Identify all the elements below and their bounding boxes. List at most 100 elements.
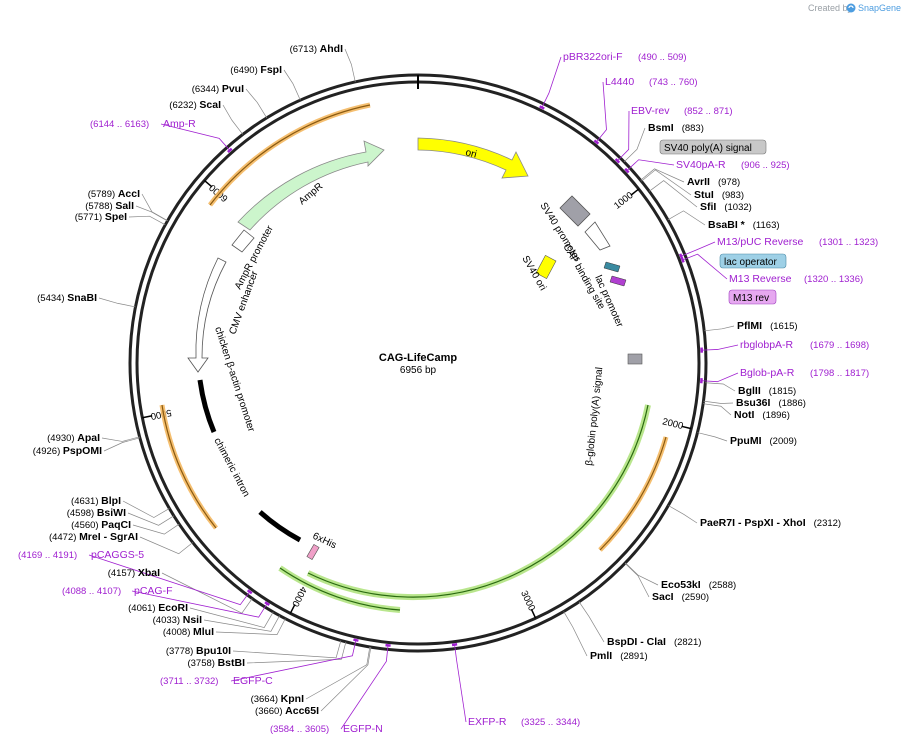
enzyme-name: NotI bbox=[734, 409, 754, 421]
sv40-polya-box[interactable] bbox=[659, 139, 767, 155]
enzyme-site-label[interactable]: (4631) BlpI bbox=[71, 495, 121, 507]
enzyme-name: PpuMI bbox=[730, 435, 762, 447]
enzyme-leader-line bbox=[232, 640, 342, 659]
primer-name[interactable]: EXFP-R bbox=[468, 716, 507, 728]
enzyme-site-label[interactable]: PmlI(2891) bbox=[590, 650, 648, 662]
enzyme-site-label[interactable]: Bsu36I(1886) bbox=[736, 397, 806, 409]
primer-name[interactable]: EBV-rev bbox=[631, 105, 670, 117]
enzyme-site-label[interactable]: (5771) SpeI bbox=[75, 211, 127, 223]
enzyme-site-label[interactable]: (5788) SalI bbox=[85, 200, 134, 212]
enzyme-leader-line bbox=[122, 500, 170, 518]
enzyme-name: BsaBI * bbox=[708, 219, 746, 231]
enzyme-name: PmlI bbox=[590, 650, 612, 662]
primer-name[interactable]: pCAG-F bbox=[134, 585, 173, 597]
primer-range: (1798 .. 1817) bbox=[810, 368, 869, 379]
primer-site-mark bbox=[264, 601, 270, 607]
primer-range: (490 .. 509) bbox=[638, 52, 687, 63]
enzyme-site-label[interactable]: (4930) ApaI bbox=[47, 432, 100, 444]
tick-mark bbox=[530, 608, 537, 619]
beta-globin-marker[interactable] bbox=[627, 353, 643, 365]
enzyme-site-label[interactable]: AvrII(978) bbox=[687, 176, 740, 188]
lac-operator-box[interactable] bbox=[719, 253, 787, 269]
ampr-promoter-feature[interactable] bbox=[231, 229, 255, 253]
enzyme-site-label[interactable]: BsmI(883) bbox=[648, 122, 704, 134]
enzyme-site-label[interactable]: (4926) PspOMI bbox=[33, 445, 102, 457]
enzyme-position: (3758) bbox=[187, 658, 217, 669]
primer-site-mark bbox=[680, 257, 685, 263]
m13-rev-mini[interactable] bbox=[609, 275, 627, 287]
enzyme-site-label[interactable]: (6713) AhdI bbox=[290, 43, 344, 55]
primer-name[interactable]: Bglob-pA-R bbox=[740, 367, 795, 379]
enzyme-position: (3778) bbox=[166, 646, 196, 657]
enzyme-site-label[interactable]: (4061) EcoRI bbox=[128, 602, 188, 614]
enzyme-site-label[interactable]: SfiI(1032) bbox=[700, 201, 752, 213]
primer-leader-line bbox=[681, 241, 716, 257]
enzyme-site-label[interactable]: (4157) XbaI bbox=[108, 567, 160, 579]
enzyme-site-label[interactable]: (3660) Acc65I bbox=[255, 705, 319, 717]
enzyme-site-label[interactable]: (3664) KpnI bbox=[251, 693, 305, 705]
primer-leader-line bbox=[627, 159, 675, 171]
enzyme-site-label[interactable]: (6490) FspI bbox=[230, 64, 282, 76]
primer-name[interactable]: L4440 bbox=[605, 76, 634, 88]
enzyme-position: (5789) bbox=[88, 189, 118, 200]
enzyme-site-label[interactable]: (4472) MreI - SgrAI bbox=[49, 531, 138, 543]
enzyme-site-label[interactable]: (5789) AccI bbox=[88, 188, 140, 200]
chicken-promoter-feature[interactable] bbox=[197, 379, 217, 433]
enzyme-leader-line bbox=[703, 403, 732, 416]
enzyme-site-label[interactable]: (3758) BstBI bbox=[187, 657, 245, 669]
enzyme-position: (883) bbox=[682, 123, 704, 134]
enzyme-site-label[interactable]: (5434) SnaBI bbox=[37, 292, 97, 304]
enzyme-site-label[interactable]: NotI(1896) bbox=[734, 409, 790, 421]
enzyme-site-label[interactable]: StuI(983) bbox=[694, 189, 744, 201]
primer-name[interactable]: M13 Reverse bbox=[729, 273, 792, 285]
enzyme-position: (3664) bbox=[251, 694, 281, 705]
primer-name[interactable]: EGFP-N bbox=[343, 723, 383, 735]
m13-rev-box[interactable] bbox=[728, 289, 777, 305]
primer-leader-line bbox=[596, 81, 607, 142]
sv40-ori-feature[interactable] bbox=[535, 254, 557, 280]
enzyme-position: (3660) bbox=[255, 706, 285, 717]
chimeric-intron-feature[interactable] bbox=[258, 510, 302, 543]
primer-leader-line bbox=[683, 253, 728, 280]
primer-leader-line bbox=[160, 123, 230, 150]
enzyme-site-label[interactable]: BspDI - ClaI(2821) bbox=[607, 636, 701, 648]
enzyme-site-label[interactable]: PpuMI(2009) bbox=[730, 435, 797, 447]
primer-site-mark bbox=[353, 638, 359, 642]
six-his-feature[interactable] bbox=[306, 544, 320, 560]
enzyme-site-label[interactable]: (4008) MluI bbox=[163, 626, 214, 638]
lac-operator-mini[interactable] bbox=[603, 261, 621, 273]
sv40-promoter-feature[interactable] bbox=[559, 195, 591, 227]
lac-operator-box-label: lac operator bbox=[724, 257, 777, 268]
enzyme-site-label[interactable]: PflMI(1615) bbox=[737, 320, 798, 332]
enzyme-position: (1032) bbox=[724, 202, 751, 213]
enzyme-site-label[interactable]: BsaBI *(1163) bbox=[708, 219, 780, 231]
primer-name[interactable]: Amp-R bbox=[163, 118, 196, 130]
ampr-feature[interactable] bbox=[237, 140, 385, 231]
enzyme-site-label[interactable]: BglII(1815) bbox=[738, 385, 796, 397]
cmv-enhancer-feature[interactable] bbox=[187, 257, 227, 373]
primer-name[interactable]: SV40pA-R bbox=[676, 159, 726, 171]
enzyme-site-label[interactable]: (4033) NsiI bbox=[153, 614, 202, 626]
enzyme-name: PflMI bbox=[737, 320, 762, 332]
enzyme-site-label[interactable]: (4598) BsiWI bbox=[67, 507, 126, 519]
primer-name[interactable]: rbglobpA-R bbox=[740, 339, 794, 351]
enzyme-site-label[interactable]: SacI(2590) bbox=[652, 591, 709, 603]
cap-promoter-arrow[interactable] bbox=[584, 221, 611, 251]
enzyme-site-label[interactable]: (3778) Bpu10I bbox=[166, 645, 231, 657]
enzyme-name: AccI bbox=[118, 188, 140, 200]
primer-range: (4169 .. 4191) bbox=[18, 550, 77, 561]
enzyme-site-label[interactable]: (6232) ScaI bbox=[169, 99, 221, 111]
primer-name[interactable]: pCAGGS-5 bbox=[91, 549, 144, 561]
enzyme-site-label[interactable]: (4560) PaqCI bbox=[71, 519, 131, 531]
primer-name[interactable]: M13/pUC Reverse bbox=[717, 236, 804, 248]
primer-site-mark bbox=[593, 139, 600, 145]
enzyme-leader-line bbox=[623, 127, 646, 163]
enzyme-site-label[interactable]: PaeR7I - PspXI - XhoI(2312) bbox=[700, 517, 841, 529]
enzyme-site-label[interactable]: (6344) PvuI bbox=[192, 83, 244, 95]
ori-feature[interactable] bbox=[417, 137, 529, 179]
primer-name[interactable]: EGFP-C bbox=[233, 675, 273, 687]
enzyme-site-label[interactable]: Eco53kI(2588) bbox=[661, 579, 736, 591]
primer-name[interactable]: pBR322ori-F bbox=[563, 51, 623, 63]
enzyme-position: (4631) bbox=[71, 496, 101, 507]
enzyme-name: ScaI bbox=[199, 99, 221, 111]
